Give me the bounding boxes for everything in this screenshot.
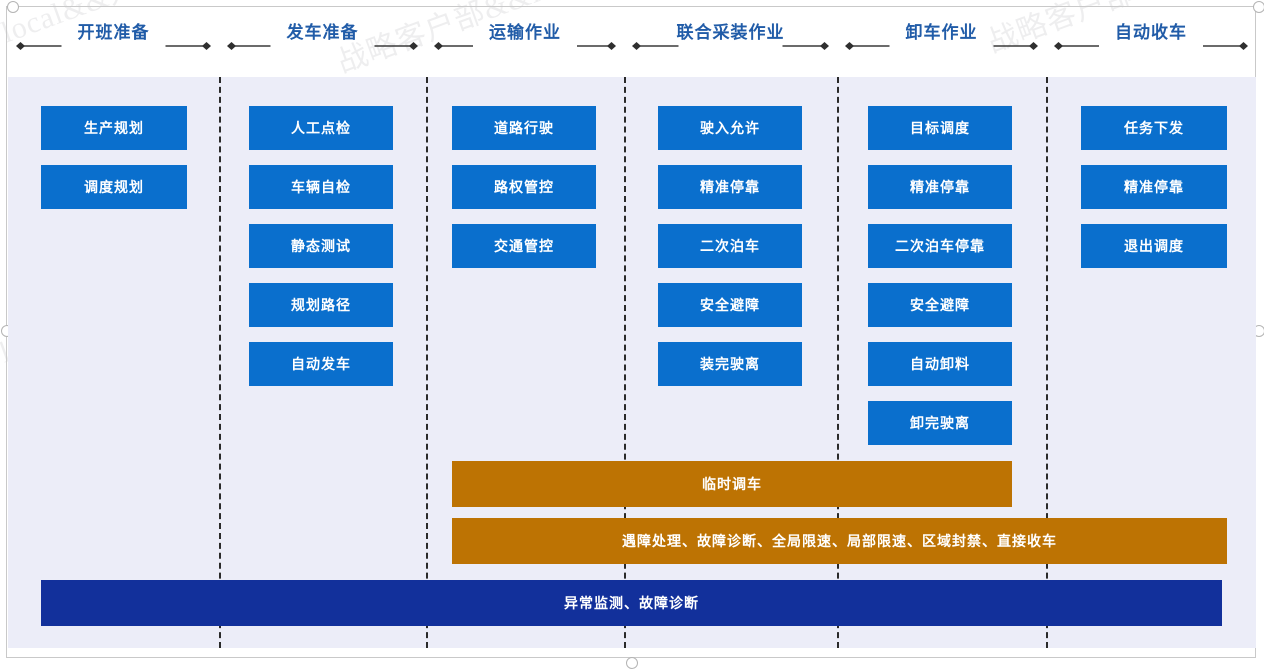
- process-node[interactable]: 路权管控: [452, 165, 596, 209]
- process-node[interactable]: 生产规划: [41, 106, 187, 150]
- phase-arrow-connector: [624, 39, 837, 53]
- selection-handle-bottom-center[interactable]: [626, 657, 638, 669]
- phase-title-label: 卸车作业: [905, 23, 978, 42]
- process-node[interactable]: 静态测试: [249, 224, 393, 268]
- process-node[interactable]: 驶入允许: [658, 106, 802, 150]
- phase-column-2: 人工点检车辆自检静态测试规划路径自动发车: [249, 106, 393, 401]
- process-node[interactable]: 目标调度: [868, 106, 1012, 150]
- selection-handle-top-right[interactable]: [1253, 1, 1264, 13]
- phase-column-4: 驶入允许精准停靠二次泊车安全避障装完驶离: [658, 106, 802, 401]
- phase-column-6: 任务下发精准停靠退出调度: [1081, 106, 1227, 283]
- phase-arrow-connector: [219, 39, 426, 53]
- column-divider-1: [219, 77, 221, 648]
- process-node[interactable]: 装完驶离: [658, 342, 802, 386]
- process-node[interactable]: 车辆自检: [249, 165, 393, 209]
- phase-arrow-connector: [8, 39, 219, 53]
- phase-title-label: 发车准备: [286, 23, 359, 42]
- phase-arrow-connector: [837, 39, 1046, 53]
- column-divider-3: [624, 77, 626, 648]
- selection-handle-top-left[interactable]: [7, 1, 19, 13]
- phase-header-2[interactable]: 发车准备: [219, 8, 426, 70]
- phase-arrow-connector: [426, 39, 624, 53]
- bar-exception-handling[interactable]: 遇障处理、故障诊断、全局限速、局部限速、区域封禁、直接收车: [452, 518, 1227, 564]
- phase-column-1: 生产规划调度规划: [41, 106, 187, 224]
- diagram-panel: 生产规划调度规划人工点检车辆自检静态测试规划路径自动发车道路行驶路权管控交通管控…: [8, 77, 1256, 648]
- phase-column-3: 道路行驶路权管控交通管控: [452, 106, 596, 283]
- phase-header-5[interactable]: 卸车作业: [837, 8, 1046, 70]
- phase-header-4[interactable]: 联合采装作业: [624, 8, 837, 70]
- process-node[interactable]: 交通管控: [452, 224, 596, 268]
- process-node[interactable]: 退出调度: [1081, 224, 1227, 268]
- phase-header-6[interactable]: 自动收车: [1046, 8, 1256, 70]
- process-node[interactable]: 自动卸料: [868, 342, 1012, 386]
- process-node[interactable]: 安全避障: [868, 283, 1012, 327]
- phase-header-1[interactable]: 开班准备: [8, 8, 219, 70]
- phase-header-3[interactable]: 运输作业: [426, 8, 624, 70]
- process-node[interactable]: 安全避障: [658, 283, 802, 327]
- process-node[interactable]: 精准停靠: [868, 165, 1012, 209]
- process-node[interactable]: 任务下发: [1081, 106, 1227, 150]
- phase-title-label: 运输作业: [489, 23, 561, 42]
- column-divider-2: [426, 77, 428, 648]
- process-node[interactable]: 道路行驶: [452, 106, 596, 150]
- process-node[interactable]: 规划路径: [249, 283, 393, 327]
- column-divider-5: [1046, 77, 1048, 648]
- phase-header-row: 开班准备 发车准备 运输作业 联合采装作业 卸车作业 自动收车: [8, 8, 1256, 70]
- bar-monitoring[interactable]: 异常监测、故障诊断: [41, 580, 1222, 626]
- phase-title-label: 自动收车: [1115, 23, 1187, 42]
- process-node[interactable]: 二次泊车: [658, 224, 802, 268]
- phase-title-label: 开班准备: [77, 23, 150, 42]
- process-node[interactable]: 自动发车: [249, 342, 393, 386]
- phase-title-label: 联合采装作业: [676, 23, 785, 42]
- process-node[interactable]: 调度规划: [41, 165, 187, 209]
- process-node[interactable]: 卸完驶离: [868, 401, 1012, 445]
- bar-temp-dispatch[interactable]: 临时调车: [452, 461, 1012, 507]
- column-divider-4: [837, 77, 839, 648]
- process-node[interactable]: 二次泊车停靠: [868, 224, 1012, 268]
- process-node[interactable]: 精准停靠: [1081, 165, 1227, 209]
- process-node[interactable]: 人工点检: [249, 106, 393, 150]
- process-node[interactable]: 精准停靠: [658, 165, 802, 209]
- phase-column-5: 目标调度精准停靠二次泊车停靠安全避障自动卸料卸完驶离: [868, 106, 1012, 460]
- phase-arrow-connector: [1046, 39, 1256, 53]
